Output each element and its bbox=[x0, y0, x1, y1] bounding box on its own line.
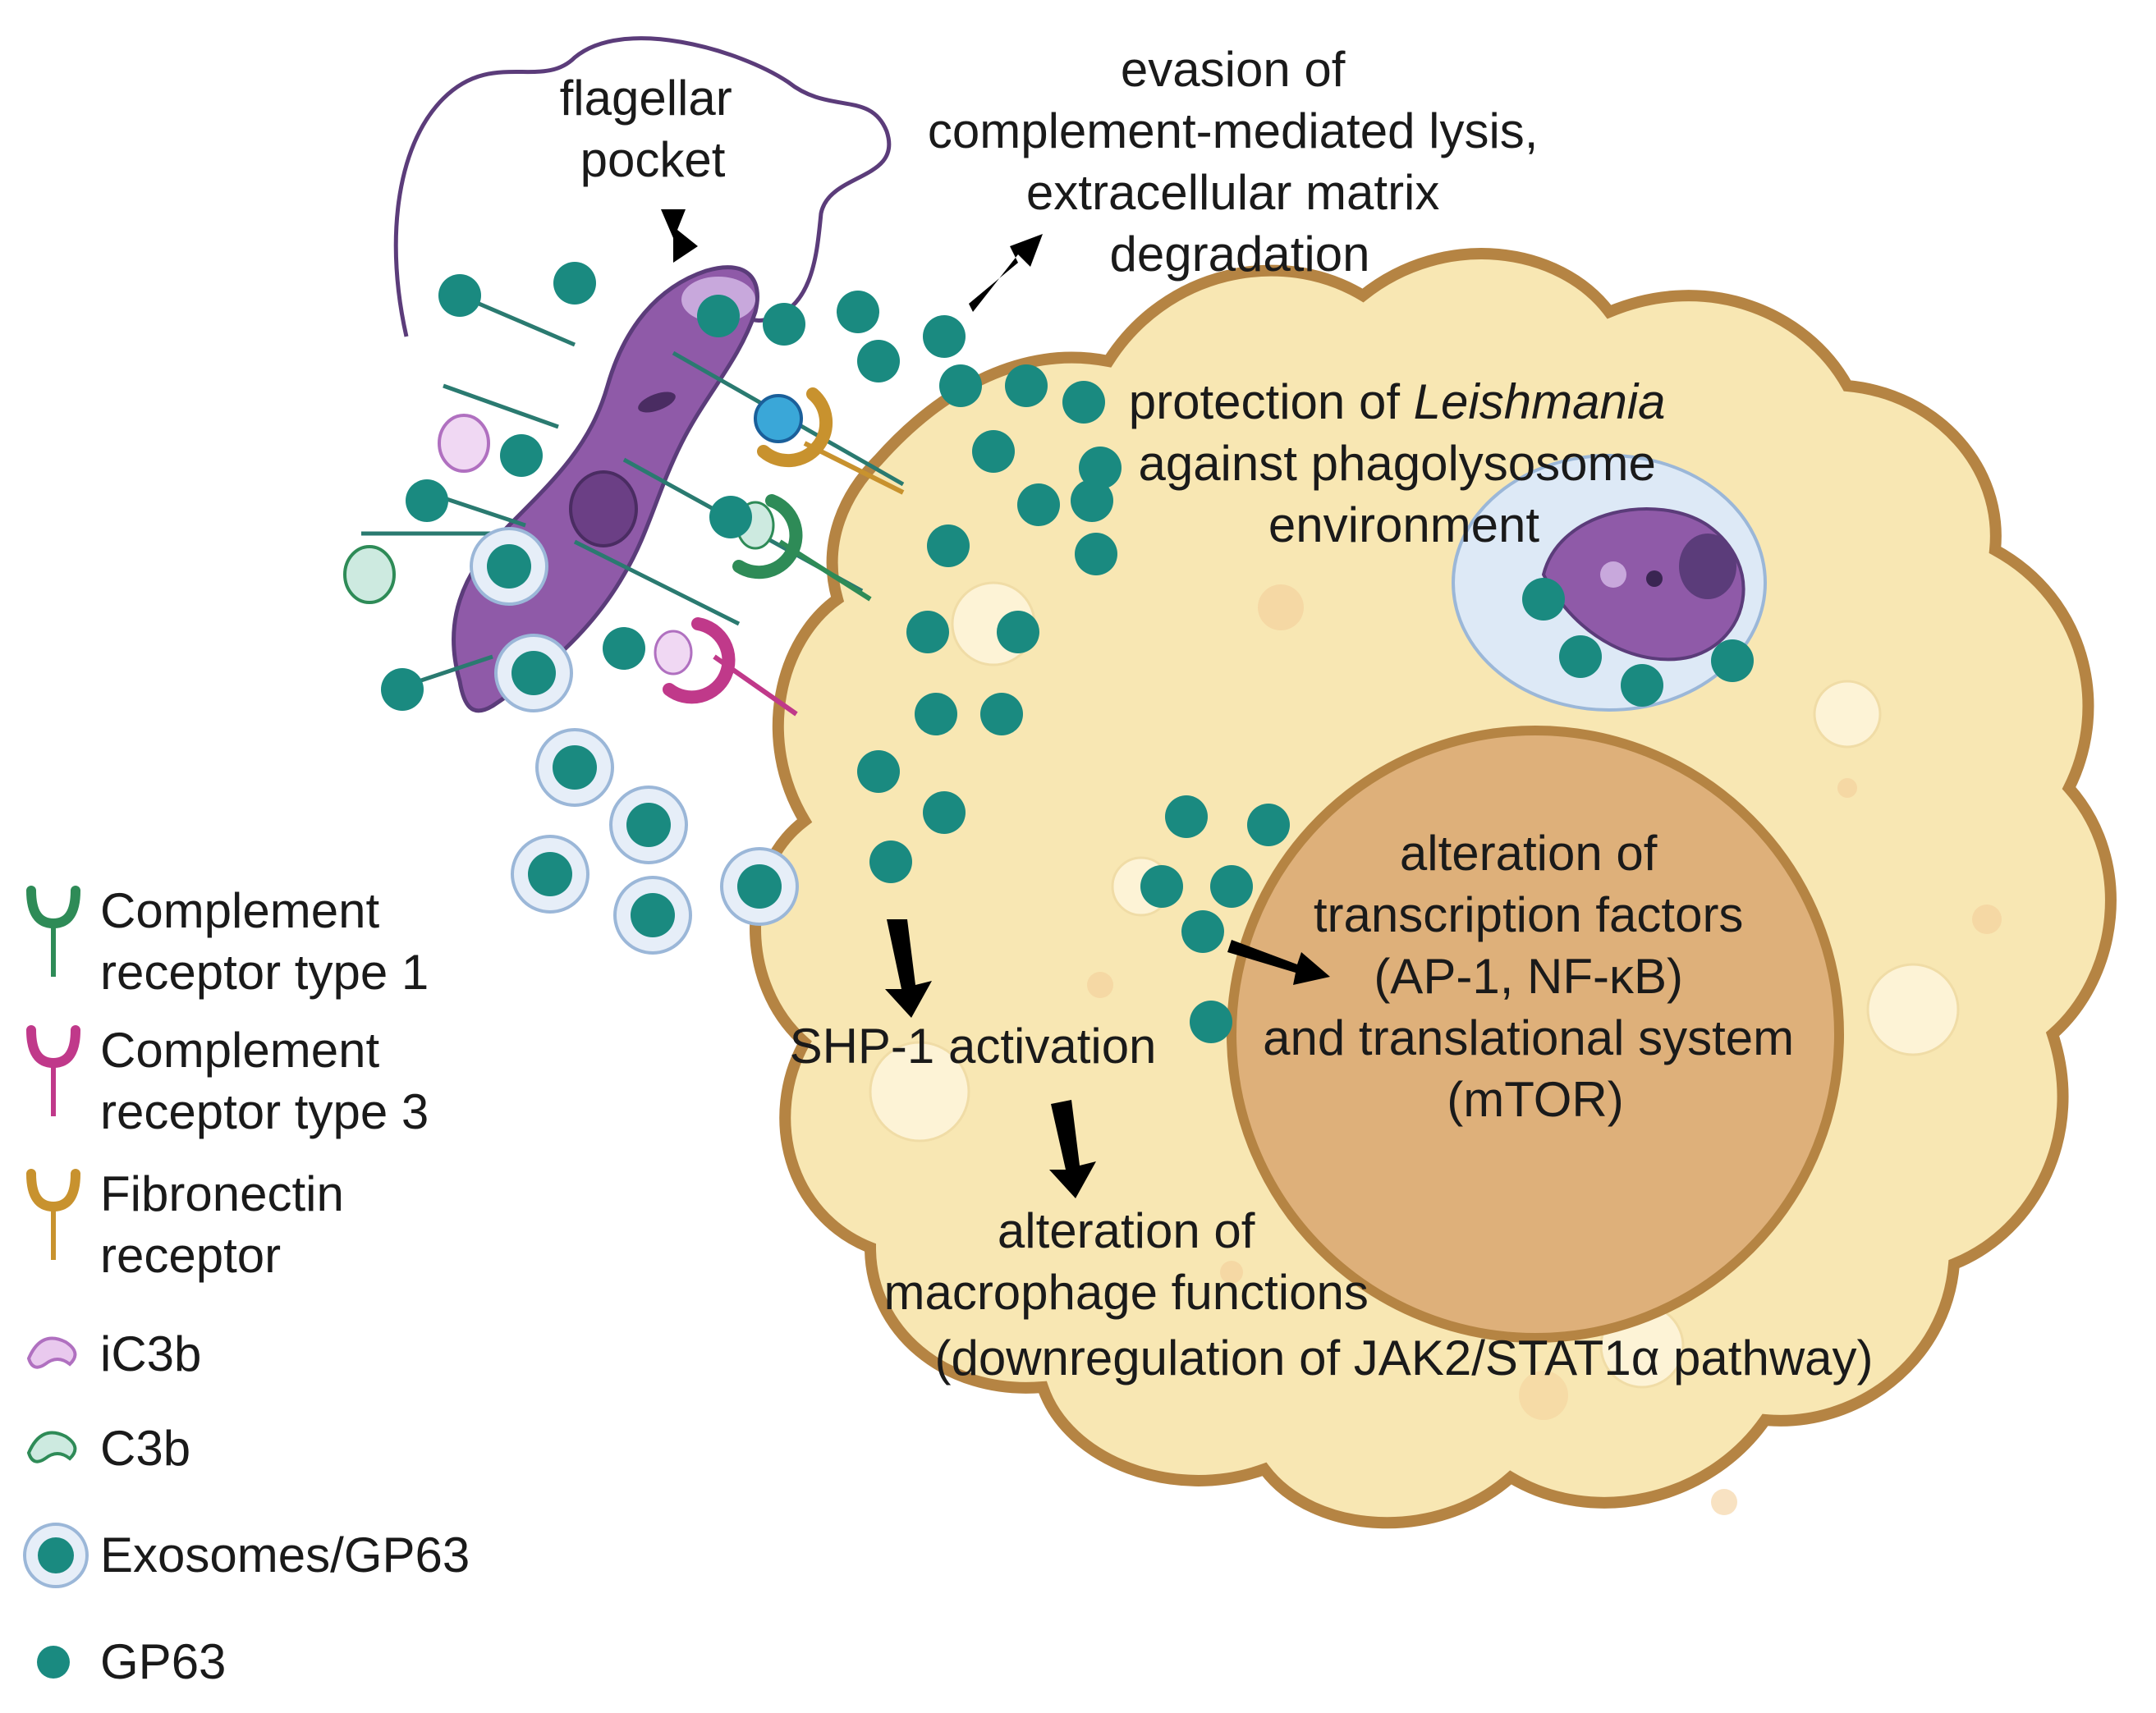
exosome bbox=[470, 527, 548, 606]
gp63-dot-icon bbox=[37, 1646, 70, 1679]
shp1-label: SHP-1 activation bbox=[790, 1019, 1157, 1074]
gp63-dot bbox=[923, 791, 966, 834]
y-receptor-icon bbox=[26, 886, 80, 977]
gp63-dot bbox=[553, 262, 596, 305]
fibronectin-ligand bbox=[754, 394, 803, 443]
evasion-label: evasion of complement-mediated lysis, ex… bbox=[928, 42, 1552, 282]
exosome bbox=[494, 634, 573, 712]
gp63-dot bbox=[857, 750, 900, 793]
gp63-dot bbox=[857, 340, 900, 382]
gp63-dot bbox=[1210, 865, 1253, 908]
gp63-dot bbox=[1165, 795, 1208, 838]
transcription-label: alteration of transcription factors (AP-… bbox=[1263, 826, 1808, 1127]
gp63-dot bbox=[1071, 479, 1113, 522]
c3b-free bbox=[343, 545, 396, 604]
gp63-dot bbox=[1559, 635, 1602, 678]
amastigote-pocket bbox=[1600, 561, 1626, 588]
gp63-dot bbox=[1247, 804, 1290, 846]
amastigote-nucleus bbox=[1679, 534, 1736, 599]
fibronectin-receptor bbox=[757, 387, 905, 495]
arrow-nucleus bbox=[1227, 940, 1330, 985]
exosome bbox=[613, 876, 692, 955]
gp63-dot bbox=[1005, 364, 1048, 407]
legend-label: Exosomes/GP63 bbox=[100, 1528, 470, 1582]
flagellar-pocket-pointer bbox=[661, 209, 698, 263]
gp63-dot bbox=[763, 303, 805, 346]
gp63-dot bbox=[406, 479, 448, 522]
gp63-dot bbox=[915, 693, 957, 735]
complement-receptor-1 bbox=[732, 494, 872, 602]
gp63-dot bbox=[939, 364, 982, 407]
exosomes bbox=[470, 527, 799, 955]
legend-item-gp63: GP63 bbox=[37, 1634, 226, 1689]
host-nucleus bbox=[1227, 726, 1844, 1343]
gp63-dot bbox=[1075, 533, 1117, 575]
gp63-dot bbox=[1140, 865, 1183, 908]
gp63-dot bbox=[1711, 639, 1754, 682]
gp63-dot bbox=[869, 840, 912, 883]
bean-icon bbox=[26, 1336, 77, 1369]
gp63-dot bbox=[906, 611, 949, 653]
exosome bbox=[535, 728, 614, 807]
protection-label: protection of Leishmania against phagoly… bbox=[1129, 374, 1679, 552]
gp63-dot bbox=[1621, 664, 1663, 707]
kinetoplast bbox=[638, 392, 676, 413]
arrow-evasion bbox=[969, 234, 1043, 312]
promastigote-nucleus bbox=[569, 470, 638, 547]
bean-icon bbox=[26, 1431, 77, 1463]
y-receptor-icon bbox=[26, 1025, 80, 1116]
arrow-shp1 bbox=[885, 919, 932, 1018]
legend-label: iC3b bbox=[100, 1326, 201, 1381]
legend-label: GP63 bbox=[100, 1634, 226, 1689]
gp63-dot bbox=[1062, 381, 1105, 424]
gp63-dot bbox=[927, 524, 970, 567]
exosome-icon bbox=[23, 1523, 89, 1588]
exosome bbox=[720, 847, 799, 926]
legend-item-c3b: C3b bbox=[26, 1421, 190, 1476]
flagellar-pocket-label: flagellar pocket bbox=[560, 71, 746, 187]
gp63-dot bbox=[997, 611, 1039, 653]
flagellum-line bbox=[393, 36, 892, 337]
gp63-dot bbox=[381, 668, 424, 711]
exosome bbox=[511, 835, 589, 914]
gp63-dot bbox=[980, 693, 1023, 735]
gp63-dot bbox=[1079, 447, 1122, 489]
amastigote-kinetoplast bbox=[1646, 570, 1663, 587]
y-receptor-icon bbox=[26, 1169, 80, 1260]
exosome bbox=[609, 786, 688, 864]
ic3b-bound-1 bbox=[654, 630, 693, 676]
gp63-dot bbox=[438, 274, 481, 317]
gp63-dot bbox=[972, 430, 1015, 473]
complement-receptor-3 bbox=[663, 617, 798, 717]
gp63-dot bbox=[500, 434, 543, 477]
gp63-dot bbox=[1181, 910, 1224, 953]
gp63-dot bbox=[603, 627, 645, 670]
legend-item-ic3b: iC3b bbox=[26, 1326, 201, 1381]
arrows bbox=[885, 234, 1330, 1198]
gp63-dot bbox=[923, 315, 966, 358]
gp63-dot bbox=[709, 496, 752, 538]
gp63-dot bbox=[1017, 483, 1060, 526]
arrow-macrophage bbox=[1049, 1100, 1096, 1198]
gp63-dot bbox=[1190, 1001, 1232, 1043]
gp63-dots bbox=[381, 262, 1754, 1043]
legend-label: C3b bbox=[100, 1421, 190, 1476]
macrophage-functions-label: alteration of macrophage functions (down… bbox=[883, 1203, 1873, 1386]
gp63-dot bbox=[1522, 578, 1565, 621]
ic3b-free bbox=[438, 414, 490, 473]
legend-item-exo: Exosomes/GP63 bbox=[23, 1523, 470, 1588]
gp63-dot bbox=[697, 295, 740, 337]
gp63-dot bbox=[837, 291, 879, 333]
